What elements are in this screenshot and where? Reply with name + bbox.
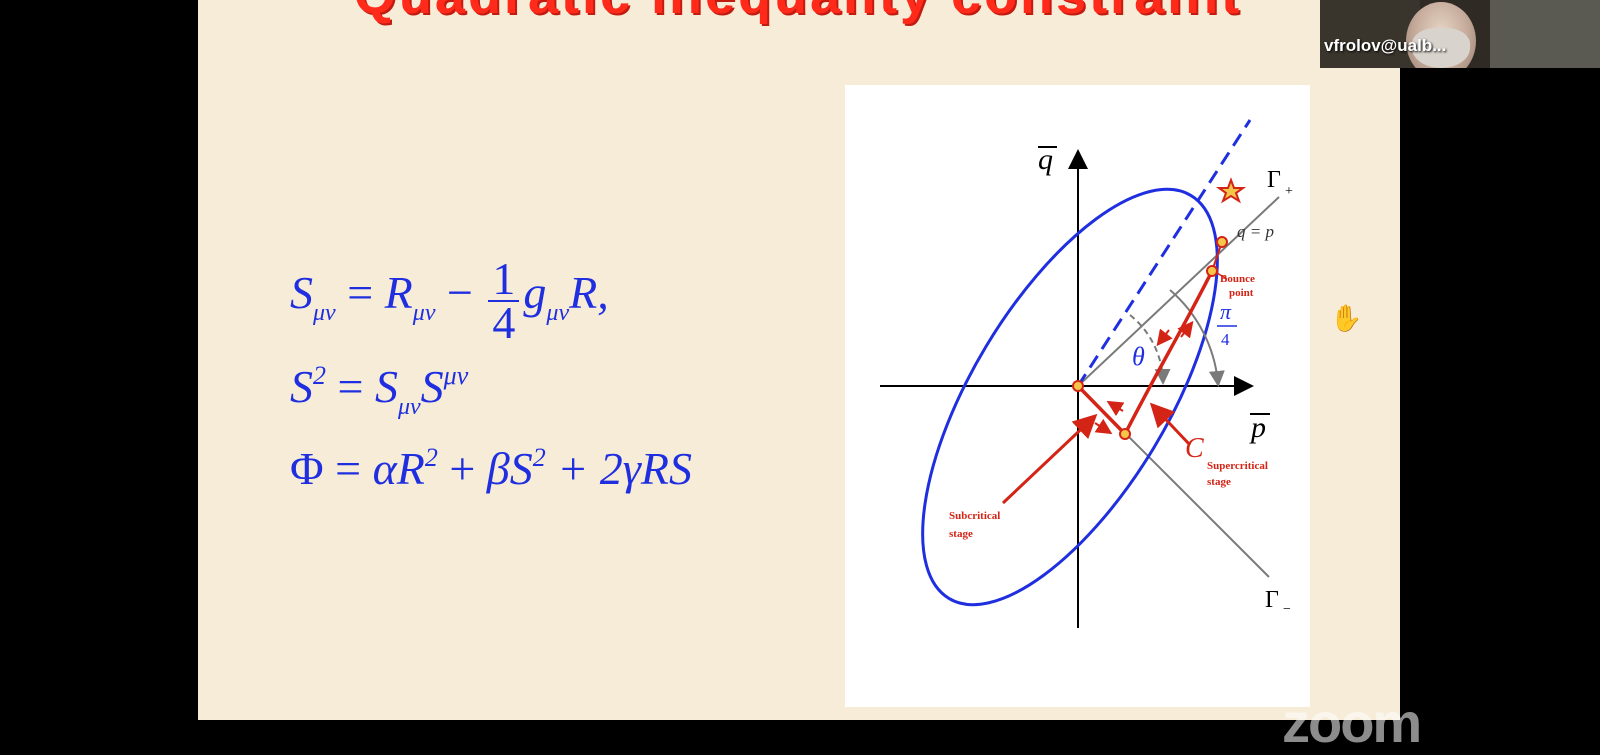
zoom-meeting-view: Quadratic inequality constraint Sμν = Rμ… bbox=[198, 0, 1600, 754]
p-axis-label: p bbox=[1249, 411, 1266, 444]
video-background-left bbox=[1320, 0, 1420, 68]
participant-beard bbox=[1412, 28, 1470, 68]
zoom-watermark: zoom bbox=[1282, 691, 1422, 754]
theta-label: θ bbox=[1132, 342, 1145, 371]
gamma-plus-label: Γ bbox=[1267, 167, 1281, 193]
pi-label: π bbox=[1220, 299, 1232, 324]
q-eq-p-point bbox=[1216, 236, 1228, 248]
eq3-gamma: + 2γRS bbox=[545, 443, 692, 494]
eq2-s-upper: S bbox=[420, 361, 444, 412]
hand-cursor-icon: ✋ bbox=[1330, 304, 1363, 333]
eq3-sup1: 2 bbox=[424, 443, 438, 472]
eq1-equals: = bbox=[335, 267, 385, 318]
gamma-minus-sub: − bbox=[1283, 602, 1291, 617]
eq1-s: S bbox=[290, 267, 313, 318]
eq1-sub: μν bbox=[313, 300, 336, 326]
participant-video-tile[interactable]: vfrolov@ualb... bbox=[1320, 0, 1600, 68]
gamma-plus-sub: + bbox=[1285, 184, 1293, 199]
eq3-sup2: 2 bbox=[532, 443, 546, 472]
eq1-g-sub: μν bbox=[546, 300, 570, 326]
bounce-label-1: Bounce bbox=[1220, 273, 1255, 285]
slide-title: Quadratic inequality constraint bbox=[328, 0, 1268, 26]
eq3-equals: = bbox=[323, 443, 373, 494]
origin-point bbox=[1072, 380, 1084, 392]
eq2-sup: 2 bbox=[313, 361, 326, 390]
participant-name-label: vfrolov@ualb... bbox=[1324, 36, 1447, 55]
eq1-numerator: 1 bbox=[488, 256, 520, 302]
phase-diagram-svg: q p Γ + Γ − q = p Bounce point π 4 θ C S… bbox=[880, 119, 1293, 628]
eq3-beta: βS bbox=[486, 443, 533, 494]
eq3-plus: + bbox=[437, 443, 487, 494]
eq2-sup-muv: μν bbox=[443, 361, 469, 390]
equation-phi: Φ = αR2 + βS2 + 2γRS bbox=[290, 442, 692, 495]
equation-s-squared: S2 = SμνSμν bbox=[290, 360, 468, 421]
path-arrow-up bbox=[1177, 320, 1194, 339]
eq2-sub: μν bbox=[397, 394, 421, 420]
phase-diagram-figure: q p Γ + Γ − q = p Bounce point π 4 θ C S… bbox=[845, 85, 1310, 707]
eq2-s: S bbox=[290, 361, 313, 412]
pi-quarter-arc bbox=[1169, 289, 1225, 387]
supercritical-label-1: Supercritical bbox=[1207, 460, 1268, 472]
video-background-right bbox=[1490, 0, 1600, 68]
eq2-equals: = bbox=[326, 361, 375, 412]
supercritical-pointer bbox=[1149, 402, 1192, 447]
gamma-plus-line bbox=[1077, 196, 1280, 387]
subcritical-label-1: Subcritical bbox=[949, 510, 1000, 522]
path-arrow-right bbox=[1094, 418, 1113, 435]
q-axis-label: q bbox=[1038, 143, 1053, 176]
gamma-minus-label: Γ bbox=[1265, 587, 1279, 613]
c-label: C bbox=[1185, 433, 1204, 464]
path-arrow-left bbox=[1106, 400, 1125, 417]
supercritical-label-2: stage bbox=[1207, 476, 1231, 488]
turning-point bbox=[1119, 428, 1131, 440]
path-arrow-down bbox=[1156, 328, 1173, 347]
dashed-axis-line bbox=[1076, 119, 1252, 387]
evolution-path bbox=[1076, 270, 1214, 437]
eq1-tail: R, bbox=[569, 267, 609, 318]
four-label: 4 bbox=[1221, 330, 1230, 349]
bounce-point bbox=[1206, 265, 1218, 277]
eq2-s-lower: S bbox=[374, 361, 398, 412]
constraint-ellipse bbox=[921, 187, 1219, 607]
bounce-pointer bbox=[1216, 272, 1228, 280]
subcritical-pointer bbox=[1001, 413, 1098, 505]
eq1-minus: − bbox=[435, 267, 485, 318]
q-eq-p-label: q = p bbox=[1237, 222, 1274, 241]
bounce-label-2: point bbox=[1229, 287, 1254, 299]
eq1-g: g bbox=[523, 267, 547, 318]
subcritical-label-2: stage bbox=[949, 528, 973, 540]
eq3-phi: Φ bbox=[290, 443, 324, 494]
star-marker bbox=[1215, 177, 1247, 204]
eq1-denominator: 4 bbox=[492, 297, 516, 348]
eq1-r-sub: μν bbox=[412, 300, 436, 326]
eq3-alpha: αR bbox=[372, 443, 425, 494]
eq1-r: R bbox=[384, 267, 413, 318]
